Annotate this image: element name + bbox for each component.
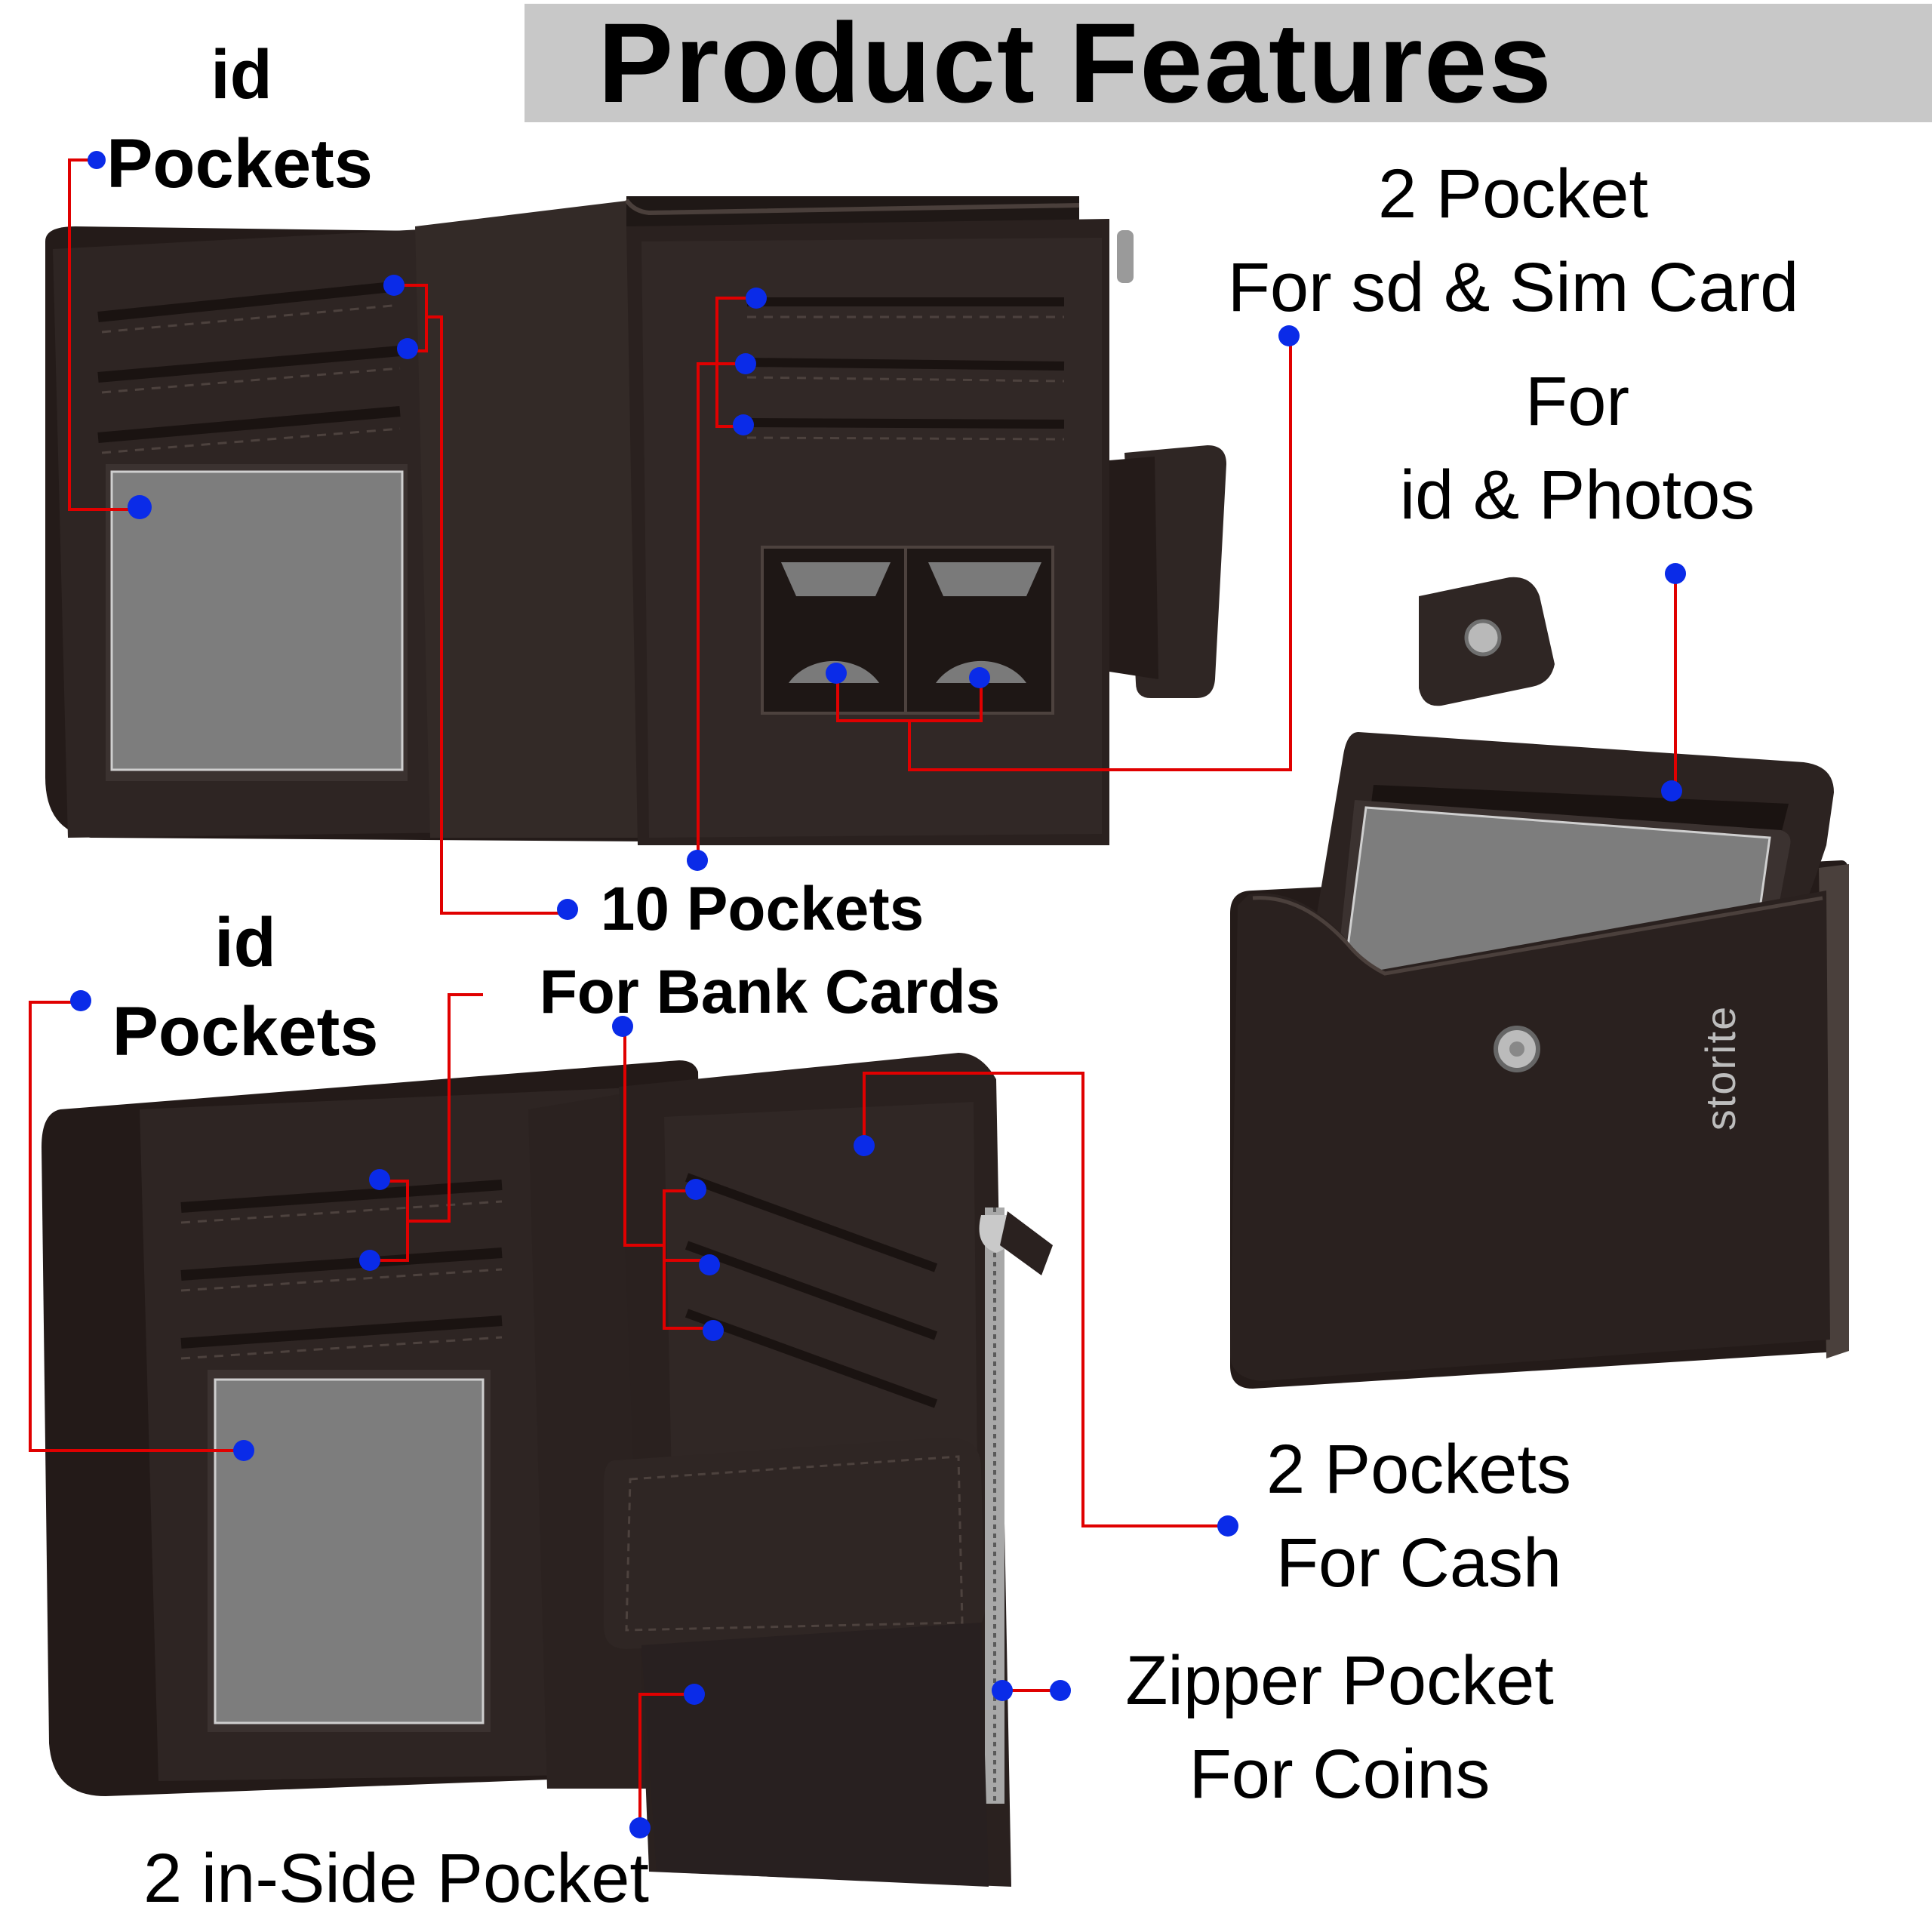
label-line: For Cash (1275, 1524, 1562, 1601)
label-line: 2 Pockets (1266, 1431, 1571, 1508)
label-line: id (211, 36, 272, 113)
label-line: For (1525, 363, 1629, 440)
label-line: Zipper Pocket (1125, 1642, 1554, 1719)
wallet-top (45, 196, 1226, 845)
label-line: id (214, 904, 276, 981)
wallet-bottom (42, 1053, 1053, 1887)
label-cash: 2 Pockets For Cash (1223, 1423, 1615, 1610)
label-line: For sd & Sim Card (1227, 249, 1799, 326)
label-line: For Bank Cards (539, 958, 1001, 1026)
label-coins: Zipper Pocket For Coins (1083, 1634, 1596, 1821)
label-bank-cards: 10 Pockets For Bank Cards (513, 868, 1026, 1034)
label-line: 2 Pocket (1378, 155, 1648, 232)
label-id-photos: For id & Photos (1343, 355, 1811, 542)
label-id-pockets-top: id Pockets (106, 30, 377, 208)
title-band: Product Features (525, 4, 1932, 122)
label-line: Pockets (106, 125, 373, 202)
label-line: 10 Pockets (600, 875, 924, 943)
label-sd-sim-card: 2 Pocket For sd & Sim Card (1185, 147, 1841, 334)
label-line: Pockets (112, 993, 379, 1070)
label-inside-pocket: 2 in-Side Pocket (143, 1840, 649, 1917)
label-id-pockets-bottom: id Pockets (106, 898, 385, 1076)
page-title: Product Features (598, 0, 1553, 126)
marker-dots (70, 151, 1686, 1838)
wallet-right (1230, 577, 1849, 1389)
label-line: id & Photos (1399, 457, 1755, 534)
label-line: For Coins (1189, 1736, 1491, 1813)
brand-logo: storite (1697, 1004, 1744, 1131)
